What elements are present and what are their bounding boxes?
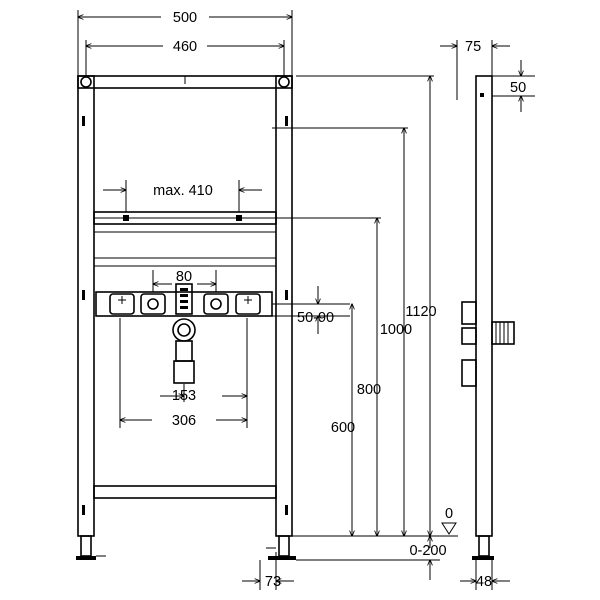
label-height-800: 800 xyxy=(357,382,381,398)
side-bracket-middle xyxy=(461,327,477,345)
right-post xyxy=(275,75,293,537)
dimension-lines xyxy=(78,10,535,590)
side-foot xyxy=(472,535,494,560)
label-max-spacing: max. 410 xyxy=(153,183,213,199)
dimension-labels: 500 460 max. 410 80 50-90 153 306 600 80… xyxy=(153,10,526,590)
side-drain-stub xyxy=(491,321,515,345)
label-foot-offset: 73 xyxy=(265,574,281,590)
side-bracket-upper xyxy=(461,301,477,325)
rail-hole-right xyxy=(236,215,242,221)
label-zero-mark: 0 xyxy=(445,506,453,522)
label-floor-adjust: 0-200 xyxy=(409,543,446,559)
label-rail-offset: 50-90 xyxy=(297,310,334,326)
mounting-hole-right xyxy=(278,76,290,88)
label-overall-width: 500 xyxy=(173,10,197,26)
label-outlet-spacing: 153 xyxy=(172,388,196,404)
label-holder-spacing: 80 xyxy=(176,269,192,285)
cross-rail xyxy=(93,211,277,267)
label-depth: 75 xyxy=(465,39,481,55)
label-height-600: 600 xyxy=(331,420,355,436)
front-view xyxy=(76,75,296,560)
label-height-1000: 1000 xyxy=(380,322,412,338)
side-bracket-lower xyxy=(461,359,477,387)
label-inner-width: 460 xyxy=(173,39,197,55)
drain-connection xyxy=(172,318,196,384)
zero-reference-triangle xyxy=(441,522,457,535)
mounting-hole-left xyxy=(80,76,92,88)
right-foot xyxy=(266,535,296,560)
label-outlet-spacing-wide: 306 xyxy=(172,413,196,429)
label-top-offset: 50 xyxy=(510,80,526,96)
post-slots xyxy=(82,116,288,515)
side-post xyxy=(475,75,493,537)
lower-crossbar xyxy=(93,485,277,499)
centre-holder xyxy=(175,283,193,315)
rail-hole-left xyxy=(123,215,129,221)
left-foot xyxy=(76,535,106,560)
label-height-total: 1120 xyxy=(405,304,436,320)
left-post xyxy=(77,75,95,537)
label-foot-depth: 48 xyxy=(476,574,492,590)
side-view xyxy=(461,75,515,560)
side-hole xyxy=(480,93,484,97)
